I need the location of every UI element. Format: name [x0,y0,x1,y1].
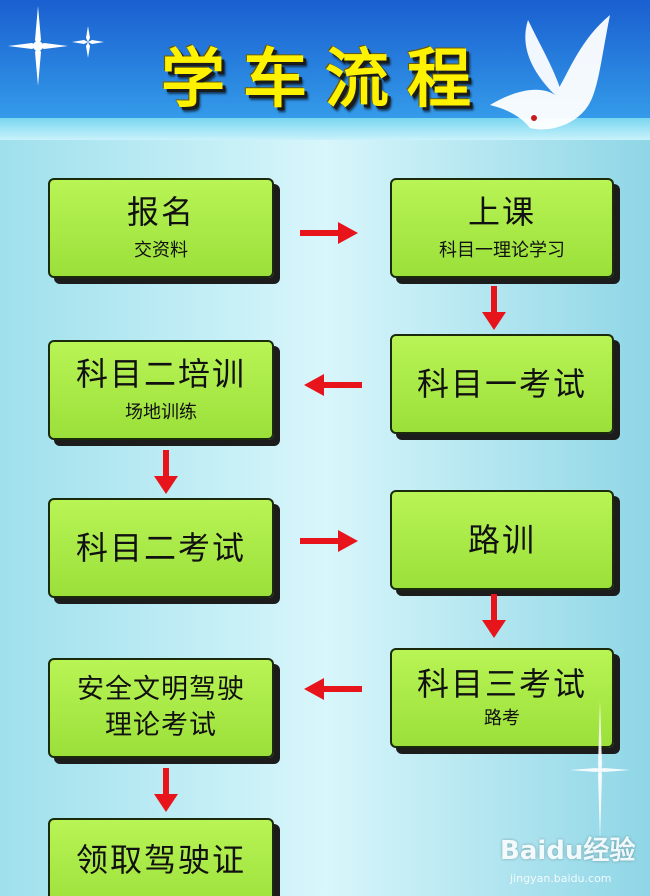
step-main-label: 上课 [467,193,536,231]
step-box-class: 上课 科目一理论学习 [390,178,614,278]
step-main-label: 科目三考试 [416,665,587,703]
arrow-right-icon [300,222,358,244]
title-banner: 学车流程 [0,0,650,140]
step-sub-label: 交资料 [134,240,188,261]
step-main-label: 科目一考试 [416,365,587,403]
arrow-left-icon [304,374,362,396]
page-title: 学车流程 [161,43,489,117]
step-main-label: 科目二培训 [75,355,246,393]
step-main-label: 路训 [467,521,536,559]
arrow-down-icon [482,286,506,330]
step-box-subject3-exam: 科目三考试 路考 [390,648,614,748]
step-box-safety-theory-exam: 安全文明驾驶理论考试 [48,658,274,758]
arrow-down-icon [154,768,178,812]
step-box-subject1-exam: 科目一考试 [390,334,614,434]
dove-icon [490,15,610,130]
step-sub-label: 场地训练 [125,402,197,423]
baidu-watermark: Baidu经验 [500,836,636,866]
step-main-label: 领取驾驶证 [75,841,246,879]
step-box-subject2-exam: 科目二考试 [48,498,274,598]
arrow-down-icon [154,450,178,494]
step-main-label: 报名 [126,193,195,231]
arrow-right-icon [300,530,358,552]
arrow-left-icon [304,678,362,700]
banner-stripe [0,118,650,140]
arrow-down-icon [482,594,506,638]
watermark-url: jingyan.baidu.com [510,872,612,885]
step-sub-label: 科目一理论学习 [439,240,565,261]
step-main-label: 科目二考试 [75,529,246,567]
step-box-get-license: 领取驾驶证 [48,818,274,896]
sparkle-icon [570,700,630,840]
step-box-road-training: 路训 [390,490,614,590]
step-main-label: 安全文明驾驶理论考试 [77,674,245,741]
step-box-register: 报名 交资料 [48,178,274,278]
step-box-subject2-training: 科目二培训 场地训练 [48,340,274,440]
step-sub-label: 路考 [484,708,520,729]
sparkle-icon [8,6,104,86]
